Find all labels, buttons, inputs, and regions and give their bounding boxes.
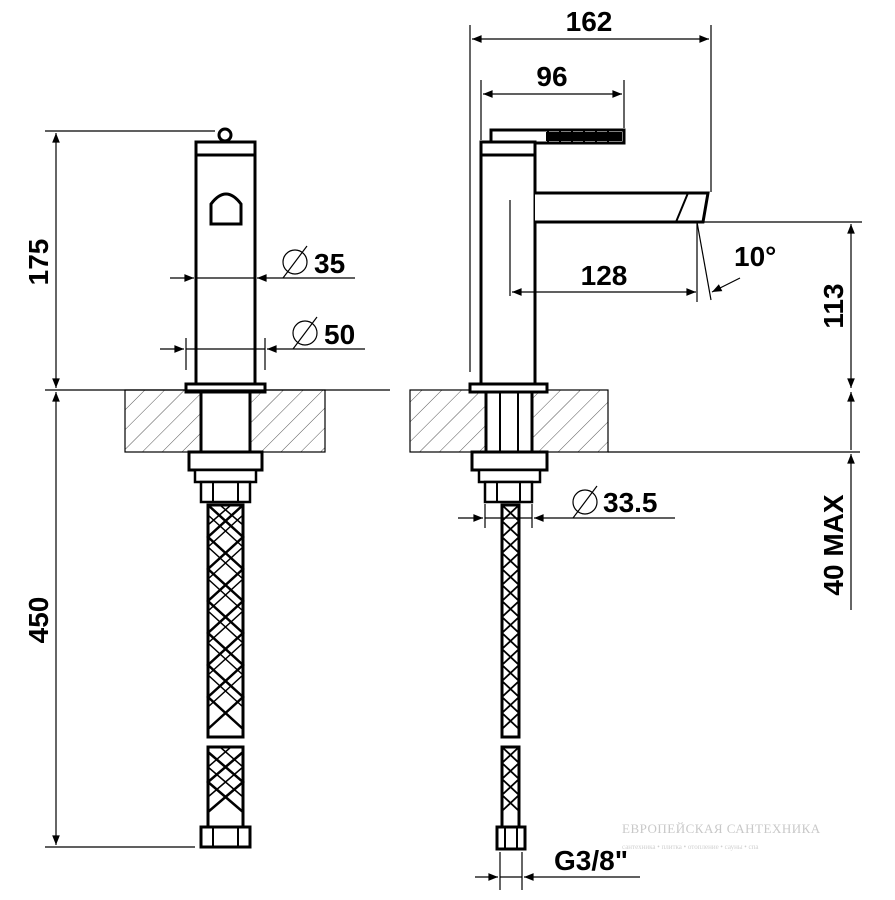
faucet-body-side [479,140,537,386]
dim-175-label: 175 [23,239,54,286]
dim-113-label: 113 [818,283,849,328]
dim-450-label: 450 [23,597,54,644]
watermark-title: ЕВРОПЕЙСКАЯ САНТЕХНИКА [622,821,821,836]
shank-side [484,390,534,454]
shank-front [199,390,252,454]
hose-side-lower [500,745,521,829]
diameter-symbol-50 [292,316,318,350]
hose-front-upper [206,503,245,739]
watermark: ЕВРОПЕЙСКАЯ САНТЕХНИКА сантехника • плит… [622,821,821,851]
left-dimension-lines [45,130,390,848]
diameter-symbol-35 [282,245,308,279]
faucet-body-front [194,140,257,386]
dim-33-5-label: 33.5 [603,487,658,518]
dim-10deg-label: 10° [734,241,776,272]
dim-50-label: 50 [324,319,355,350]
right-dimension-lines [458,25,862,890]
logo-mark [209,192,243,226]
dim-96-label: 96 [536,61,567,92]
hose-side-upper [500,503,521,739]
side-view [409,128,860,851]
dim-40max-label: 40 MAX [818,494,849,595]
dim-128-label: 128 [581,260,628,291]
watermark-subtitle: сантехника • плитка • отопление • сауны … [622,843,759,851]
dim-162-label: 162 [566,6,613,37]
lever-pivot [217,127,233,143]
front-view [124,127,326,849]
dim-35-label: 35 [314,248,345,279]
hose-front-lower [206,745,245,829]
dim-g38-label: G3/8" [554,845,628,876]
diameter-symbol-33-5 [572,485,598,519]
lever-handle [489,128,626,145]
